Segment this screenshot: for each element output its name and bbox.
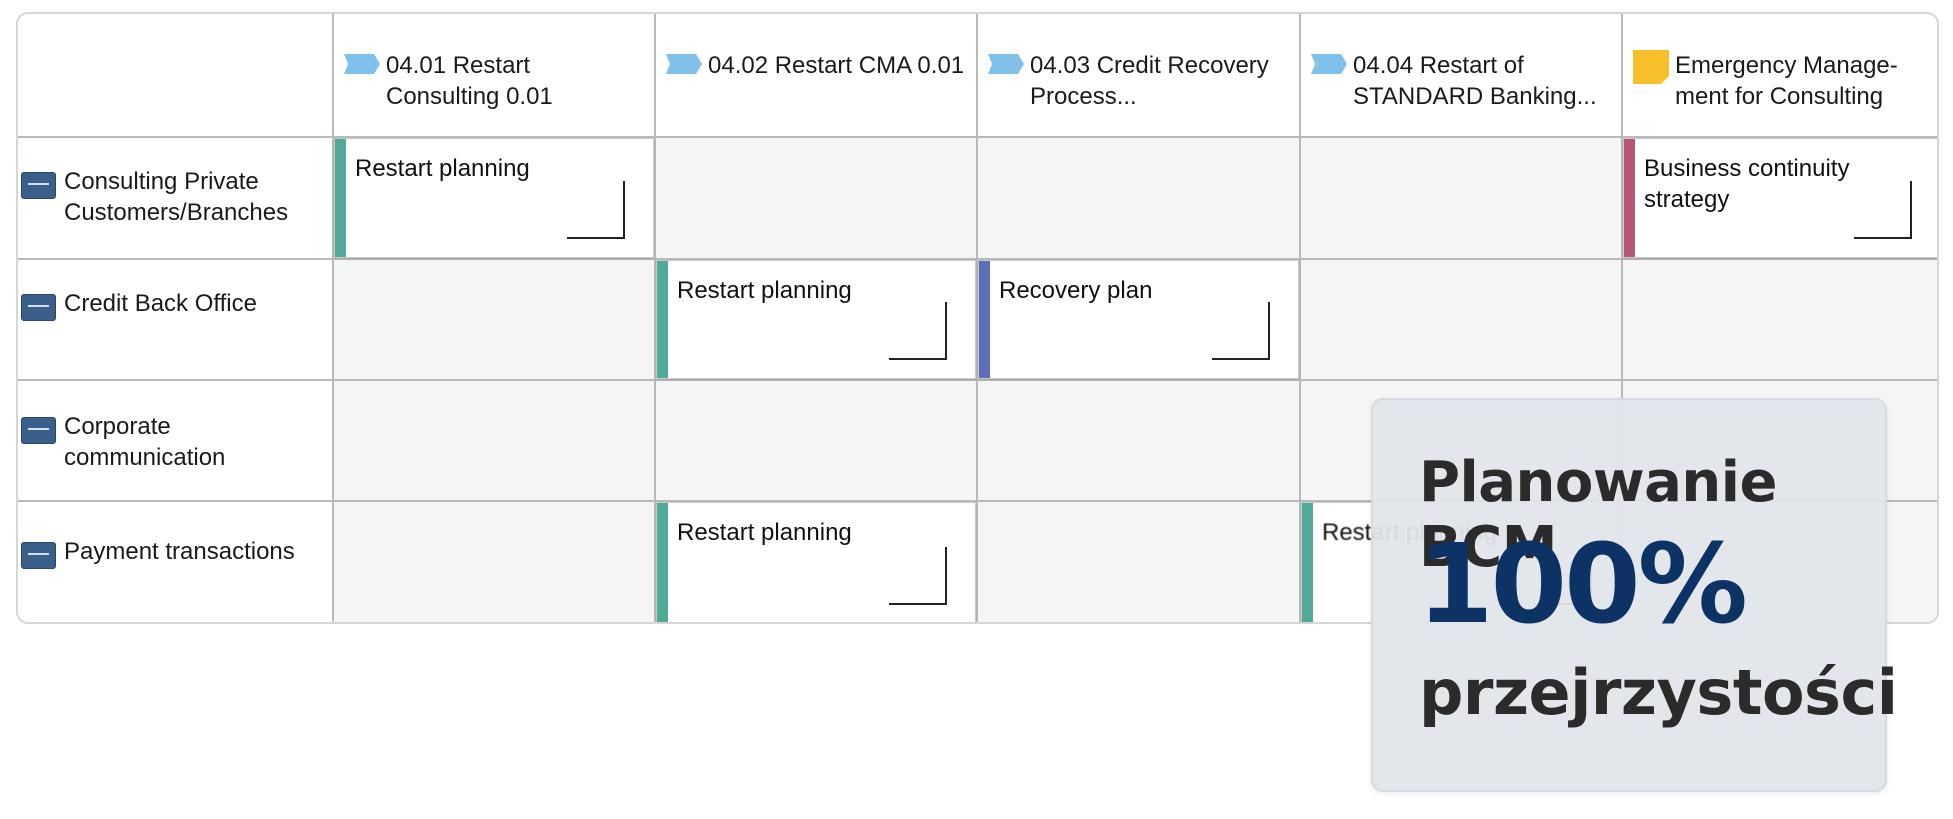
row-title: Consulting Private Customers/Branches xyxy=(64,168,289,226)
overlay-value: 100% xyxy=(1417,520,1748,648)
card-corner-marker xyxy=(889,302,947,360)
card-corner-marker xyxy=(1854,181,1912,239)
grid-line xyxy=(18,136,1937,138)
overlay-title: Planowanie BCM xyxy=(1419,450,1777,580)
grid-line xyxy=(332,14,334,622)
grid-line xyxy=(654,14,656,622)
card-stripe xyxy=(335,139,346,257)
column-header-credit-recovery[interactable]: 04.03 Credit Recovery Process... xyxy=(978,14,1299,136)
card-recovery-plan[interactable]: Recovery plan xyxy=(978,260,1299,379)
card-business-continuity-strategy[interactable]: Business continuity strategy xyxy=(1623,138,1937,258)
row-header-payment-transactions[interactable]: Payment transactions xyxy=(18,502,332,622)
column-header-emergency-management[interactable]: Emergency Manage-ment for Consulting xyxy=(1623,14,1937,136)
card-stripe xyxy=(657,261,668,378)
role-icon xyxy=(21,542,56,569)
grid-line xyxy=(18,258,1937,260)
row-title: Payment transactions xyxy=(64,538,295,565)
process-tag-icon xyxy=(344,54,380,74)
overlay-subtitle: przejrzystości xyxy=(1419,656,1898,729)
card-label: Restart planning xyxy=(677,519,852,546)
card-label: Restart planning xyxy=(677,277,852,304)
column-title: 04.03 Credit Recovery Process... xyxy=(1030,52,1269,110)
card-stripe xyxy=(1302,503,1313,622)
grid-line xyxy=(976,14,978,622)
role-icon xyxy=(21,294,56,321)
bcm-transparency-overlay: Planowanie BCM 100% przejrzystości xyxy=(1371,398,1898,792)
grid-line xyxy=(1621,14,1623,622)
column-header-restart-cma[interactable]: 04.02 Restart CMA 0.01 xyxy=(656,14,976,136)
column-title: 04.04 Restart of STANDARD Banking... xyxy=(1353,52,1597,110)
card-label: Business continuity strategy xyxy=(1644,155,1850,213)
grid-line xyxy=(1299,14,1301,622)
card-stripe xyxy=(1624,139,1635,257)
card-label: Recovery plan xyxy=(999,277,1153,304)
row-header-consulting-private[interactable]: Consulting Private Customers/Branches xyxy=(18,138,332,258)
column-title: Emergency Manage-ment for Consulting xyxy=(1675,52,1898,110)
card-corner-marker xyxy=(1212,302,1270,360)
grid-line xyxy=(18,500,1937,502)
card-stripe xyxy=(979,261,990,378)
process-tag-icon xyxy=(1311,54,1347,74)
card-stripe xyxy=(657,503,668,622)
card-label: Restart planning xyxy=(355,155,530,182)
role-icon xyxy=(21,417,56,444)
process-role-matrix: 04.01 Restart Consulting 0.01 04.02 Rest… xyxy=(16,12,1939,624)
column-header-restart-standard-banking[interactable]: 04.04 Restart of STANDARD Banking... xyxy=(1301,14,1621,136)
card-corner-marker xyxy=(889,547,947,605)
note-icon xyxy=(1633,50,1669,84)
row-header-corporate-communication[interactable]: Corporate communication xyxy=(18,381,332,500)
column-title: 04.01 Restart Consulting 0.01 xyxy=(386,52,553,110)
row-header-credit-back-office[interactable]: Credit Back Office xyxy=(18,260,332,379)
grid-line xyxy=(18,379,1937,381)
column-title: 04.02 Restart CMA 0.01 xyxy=(708,52,965,79)
row-title: Corporate communication xyxy=(64,413,226,471)
process-tag-icon xyxy=(666,54,702,74)
process-tag-icon xyxy=(988,54,1024,74)
card-restart-planning[interactable]: Restart planning xyxy=(656,260,976,379)
card-corner-marker xyxy=(567,181,625,239)
card-restart-planning[interactable]: Restart planning xyxy=(334,138,654,258)
role-icon xyxy=(21,172,56,199)
row-title: Credit Back Office xyxy=(64,290,257,317)
column-header-restart-consulting[interactable]: 04.01 Restart Consulting 0.01 xyxy=(334,14,654,136)
card-restart-planning[interactable]: Restart planning xyxy=(656,502,976,622)
